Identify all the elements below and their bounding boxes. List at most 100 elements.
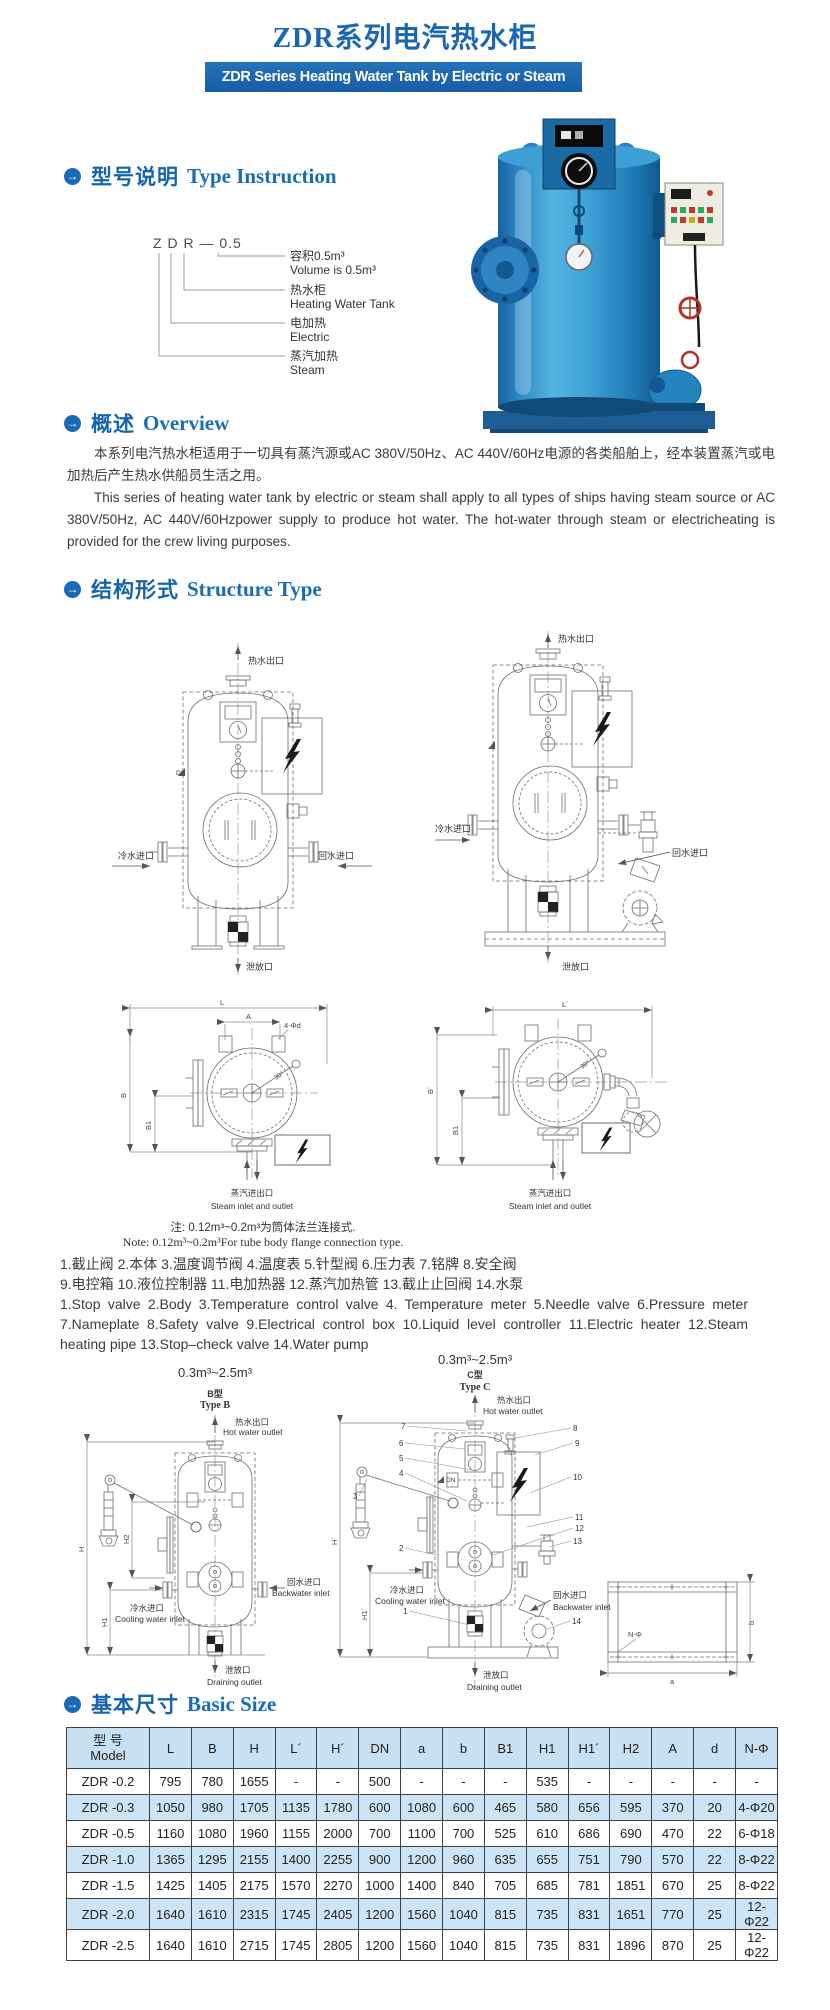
table-cell: 815: [483, 1929, 527, 1961]
section-title-cn: 结构形式: [91, 579, 179, 602]
table-cell: 1655: [232, 1768, 276, 1795]
column-header: N-Φ: [735, 1727, 778, 1769]
overview-cn: 本系列电汽热水柜适用于一切具有蒸汽源或AC 380V/50Hz、AC 440V/…: [67, 446, 775, 483]
svg-text:泄放口: 泄放口: [225, 1665, 251, 1675]
table-cell: 1400: [274, 1846, 318, 1873]
table-cell: 1745: [274, 1898, 318, 1930]
structure-drawings-top: 热水出口 DN 泄放口 冷水进口 回水进口 热水出口 冷水进口: [112, 631, 708, 1211]
column-header: B: [190, 1727, 234, 1769]
table-cell: 1200: [358, 1929, 402, 1961]
table-cell: -: [609, 1768, 653, 1795]
table-cell: 1080: [190, 1820, 234, 1847]
svg-text:回水进口: 回水进口: [672, 847, 708, 858]
table-cell: 1200: [358, 1898, 402, 1930]
model-cell: ZDR -1.5: [66, 1872, 150, 1899]
svg-text:B´: B´: [426, 1087, 435, 1095]
svg-text:泄放口: 泄放口: [246, 961, 273, 972]
svg-text:6: 6: [399, 1439, 404, 1448]
table-cell: 1570: [274, 1872, 318, 1899]
table-cell: 370: [651, 1794, 695, 1821]
table-cell: 1135: [274, 1794, 318, 1821]
svg-text:Hot water outlet: Hot water outlet: [223, 1427, 283, 1437]
table-cell: 1000: [358, 1872, 402, 1899]
model-cell: ZDR -2.5: [66, 1929, 150, 1961]
section-title-en: Type Instruction: [187, 163, 337, 188]
table-cell: 22: [693, 1846, 737, 1873]
svg-text:Steam inlet and outlet: Steam inlet and outlet: [211, 1201, 294, 1211]
table-cell: 1960: [232, 1820, 276, 1847]
table-cell: 2000: [316, 1820, 360, 1847]
table-cell: 870: [651, 1929, 695, 1961]
table-cell: -: [442, 1768, 485, 1795]
table-cell: -: [735, 1768, 778, 1795]
table-cell: 570: [651, 1846, 695, 1873]
table-cell: 735: [525, 1898, 569, 1930]
model-cell: ZDR -1.0: [66, 1846, 150, 1873]
table-cell: 686: [567, 1820, 611, 1847]
arrow-circle-icon: →: [64, 167, 81, 185]
drawing-top-view: 30° L A 4-Φd B B1 蒸汽进出口 Steam inlet and …: [119, 998, 331, 1211]
table-cell: 635: [483, 1846, 527, 1873]
svg-text:热水出口: 热水出口: [558, 633, 594, 644]
table-cell: 1100: [400, 1820, 444, 1847]
table-cell: 2315: [232, 1898, 276, 1930]
table-cell: 12-Φ22: [735, 1929, 778, 1961]
branch4-en: Steam: [290, 363, 325, 377]
table-cell: 1295: [190, 1846, 234, 1873]
table-cell: 600: [442, 1794, 485, 1821]
overview-text: 本系列电汽热水柜适用于一切具有蒸汽源或AC 380V/50Hz、AC 440V/…: [67, 443, 775, 553]
svg-text:H1: H1: [100, 1617, 109, 1627]
table-cell: -: [316, 1768, 360, 1795]
table-cell: 1745: [274, 1929, 318, 1961]
parts-en-line3: heating pipe 13.Stop–check valve 14.Wate…: [60, 1336, 369, 1352]
svg-text:冷水进口: 冷水进口: [118, 850, 154, 861]
svg-text:Draining outlet: Draining outlet: [207, 1677, 262, 1687]
table-cell: 610: [525, 1820, 569, 1847]
svg-text:Backwater inlet: Backwater inlet: [553, 1602, 611, 1612]
svg-text:10: 10: [573, 1473, 582, 1482]
svg-text:H2: H2: [122, 1534, 131, 1544]
section-structure-type: → 结构形式 Structure Type: [64, 576, 322, 602]
svg-text:冷水进口: 冷水进口: [130, 1603, 164, 1613]
svg-text:11: 11: [575, 1513, 584, 1522]
table-cell: 25: [693, 1898, 737, 1930]
column-header: d: [693, 1727, 737, 1769]
svg-text:C型: C型: [467, 1369, 483, 1380]
table-cell: 1040: [442, 1929, 485, 1961]
table-cell: 465: [483, 1794, 527, 1821]
column-header: H: [232, 1727, 276, 1769]
section-title-en: Basic Size: [187, 1691, 277, 1716]
section-overview: → 概述 Overview: [64, 411, 229, 436]
table-cell: 2805: [316, 1929, 360, 1961]
svg-text:2: 2: [399, 1544, 404, 1553]
drawing-base-frame: N-Φ b a: [600, 1574, 756, 1686]
section-title-en: Structure Type: [187, 576, 322, 601]
parts-en-line2: 7.Nameplate 8.Safety valve 9.Electrical …: [60, 1316, 748, 1332]
table-cell: 781: [567, 1872, 611, 1899]
table-cell: 25: [693, 1872, 737, 1899]
table-cell: 8-Φ22: [735, 1846, 778, 1873]
table-cell: 20: [693, 1794, 737, 1821]
svg-text:Draining outlet: Draining outlet: [467, 1682, 522, 1692]
table-cell: 6-Φ18: [735, 1820, 778, 1847]
column-header: DN: [358, 1727, 402, 1769]
svg-text:Type B: Type B: [200, 1400, 230, 1411]
svg-text:L´: L´: [562, 1000, 569, 1009]
model-header-cn: 型 号: [93, 1733, 123, 1748]
table-cell: 2715: [232, 1929, 276, 1961]
column-header: H´: [316, 1727, 360, 1769]
table-cell: 780: [190, 1768, 234, 1795]
model-cell: ZDR -0.3: [66, 1794, 150, 1821]
svg-text:Backwater inlet: Backwater inlet: [272, 1588, 330, 1598]
arrow-circle-icon: →: [64, 1695, 81, 1713]
svg-text:冷水进口: 冷水进口: [390, 1585, 424, 1595]
svg-text:a: a: [670, 1677, 675, 1686]
drawing-type-b: 热水出口 Hot water outlet H H2 H1 冷水进口 Cooli…: [77, 1415, 330, 1687]
branch1-en: Volume is 0.5m³: [290, 263, 376, 277]
table-cell: 1160: [149, 1820, 192, 1847]
svg-text:回水进口: 回水进口: [318, 850, 354, 861]
